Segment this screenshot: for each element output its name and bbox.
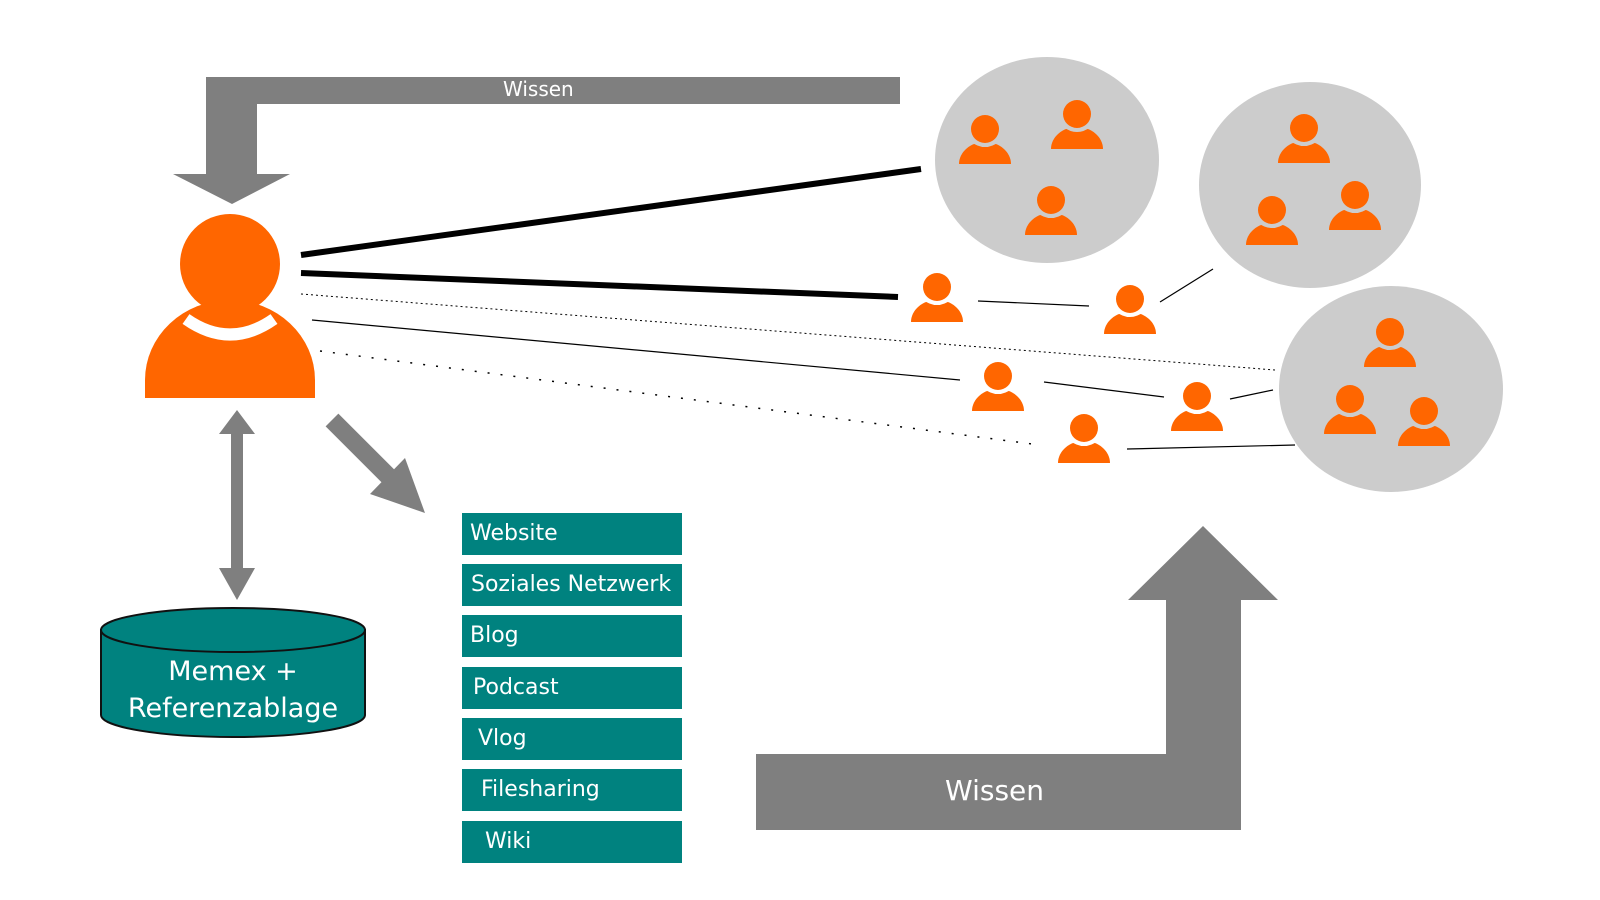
platform-website: Website <box>462 513 682 555</box>
group-circle-3 <box>1279 286 1503 492</box>
publish-arrow <box>325 413 425 513</box>
platform-social-network: Soziales Netzwerk <box>462 564 682 606</box>
contact-icon <box>909 271 965 324</box>
platform-label: Filesharing <box>481 777 600 802</box>
storage-label-line2: Referenzablage <box>127 693 339 724</box>
platform-label: Podcast <box>473 675 559 700</box>
group-circle-1 <box>935 57 1159 263</box>
platform-vlog: Vlog <box>462 718 682 760</box>
platform-wiki: Wiki <box>462 821 682 863</box>
platform-filesharing: Filesharing <box>462 769 682 811</box>
storage-label-line1: Memex + <box>168 656 298 687</box>
memex-storage-cylinder <box>100 607 366 738</box>
knowledge-arrow-top <box>173 77 900 204</box>
contact-icon <box>1102 283 1158 336</box>
platform-label: Vlog <box>478 726 527 751</box>
contact-icon <box>970 360 1026 413</box>
knowledge-arrow-bottom <box>756 526 1278 830</box>
group-circle-2 <box>1199 82 1421 288</box>
knowledge-label-top: Wissen <box>503 77 574 101</box>
knowledge-label-bottom: Wissen <box>945 774 1044 807</box>
platform-label: Wiki <box>485 829 532 854</box>
contact-icon <box>1169 380 1225 433</box>
platform-label: Soziales Netzwerk <box>471 572 672 597</box>
main-person-icon <box>145 214 315 398</box>
storage-double-arrow <box>219 410 255 600</box>
platform-label: Blog <box>470 623 519 648</box>
platform-label: Website <box>470 521 558 546</box>
platform-podcast: Podcast <box>462 667 682 709</box>
connection-lines <box>300 166 1296 450</box>
contact-icon <box>1056 412 1112 465</box>
platform-blog: Blog <box>462 615 682 657</box>
